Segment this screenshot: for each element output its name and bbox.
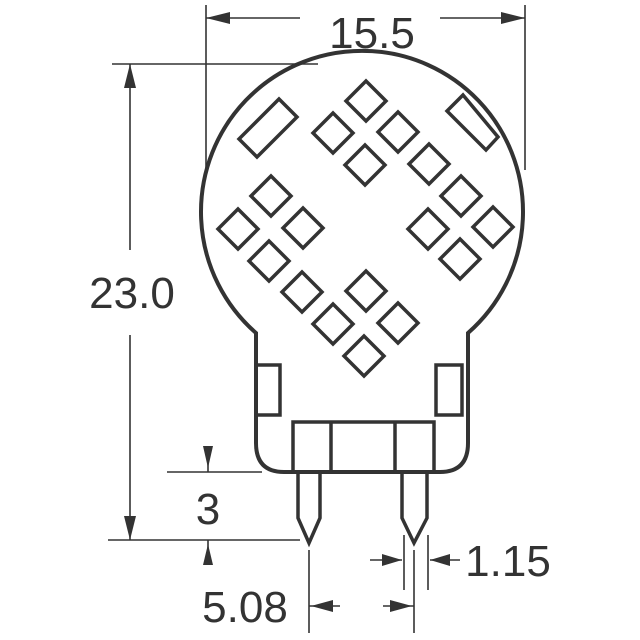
arrow-up-icon [203,544,213,565]
vent-hole [375,300,421,346]
vent-holes [215,78,516,379]
right-pin [400,472,429,547]
arrow-left-icon [311,600,333,612]
pin-pitch-label: 5.08 [202,583,288,632]
arrow-down-icon [124,516,136,540]
vent-hole [470,204,516,250]
vent-hole [310,110,356,156]
width-label: 15.5 [329,9,415,58]
left-slot [236,96,300,160]
vent-hole [248,173,294,219]
vent-hole [438,173,484,219]
arrow-down-icon [203,446,213,468]
vent-hole [341,333,387,379]
left-pin [296,472,322,548]
vent-hole [342,142,388,188]
arrow-up-icon [124,64,136,88]
vent-hole [406,141,452,187]
vent-hole [310,301,356,347]
vent-hole [279,269,325,315]
vent-hole [215,206,261,252]
arrow-right-icon [382,554,402,566]
vent-hole [280,205,326,251]
pin-width-label: 1.15 [465,537,551,586]
right-tab [434,363,464,417]
vent-hole [343,268,389,314]
component-body-outline [199,48,525,474]
arrow-left-icon [430,554,450,566]
vent-hole [405,206,451,252]
left-tab [254,363,282,417]
terminal-block [291,420,436,474]
pin-length-label: 3 [196,485,220,534]
vent-hole [343,78,389,124]
vent-hole [437,236,483,282]
right-slot [444,92,501,153]
vent-hole [246,238,292,284]
arrow-left-icon [206,12,230,24]
height-label: 23.0 [89,269,175,318]
arrow-right-icon [390,600,412,612]
vent-hole [375,109,421,155]
arrow-right-icon [501,12,525,24]
